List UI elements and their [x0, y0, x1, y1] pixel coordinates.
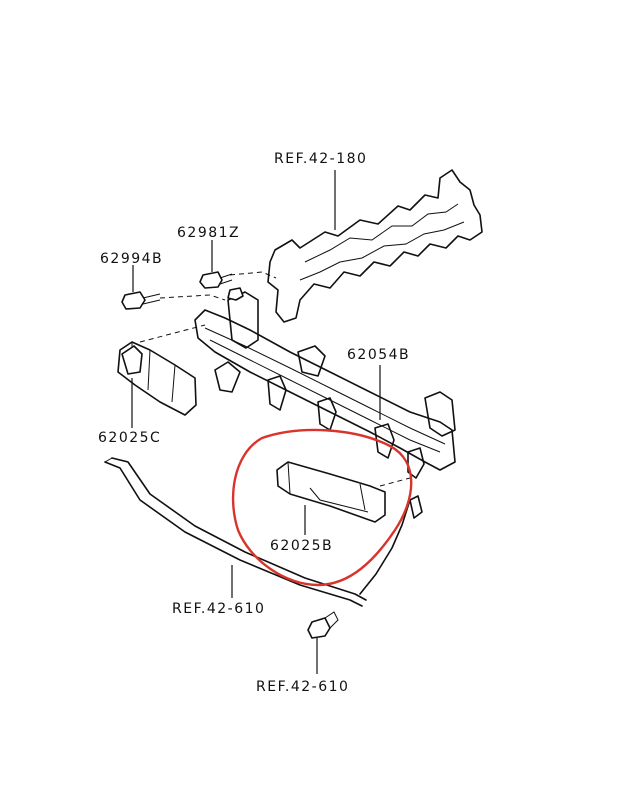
label-ref-42-610-bottom: REF.42-610 — [256, 679, 349, 695]
front-reinforcement-beam — [194, 291, 456, 519]
dash-line-bolt-2 — [229, 271, 277, 279]
label-62025b: 62025B — [270, 538, 333, 554]
label-62981z: 62981Z — [177, 225, 240, 241]
bolt-62981z — [199, 271, 244, 301]
bumper-clip — [307, 611, 339, 639]
energy-absorber-62025b — [276, 461, 386, 523]
label-ref-42-180: REF.42-180 — [274, 151, 367, 167]
highlight-circle — [231, 428, 413, 587]
bolt-62994b — [121, 291, 161, 310]
dash-line-absorber — [379, 477, 411, 487]
label-62025c: 62025C — [98, 430, 161, 446]
label-ref-42-610-mid: REF.42-610 — [172, 601, 265, 617]
dash-line-bracket — [139, 324, 206, 343]
label-62994b: 62994B — [100, 251, 163, 267]
label-62054b: 62054B — [347, 347, 410, 363]
dash-line-bolt-1 — [159, 294, 226, 301]
bumper-strip — [104, 457, 411, 607]
energy-absorber-62025c — [117, 341, 197, 416]
radiator-support-panel — [267, 169, 483, 323]
